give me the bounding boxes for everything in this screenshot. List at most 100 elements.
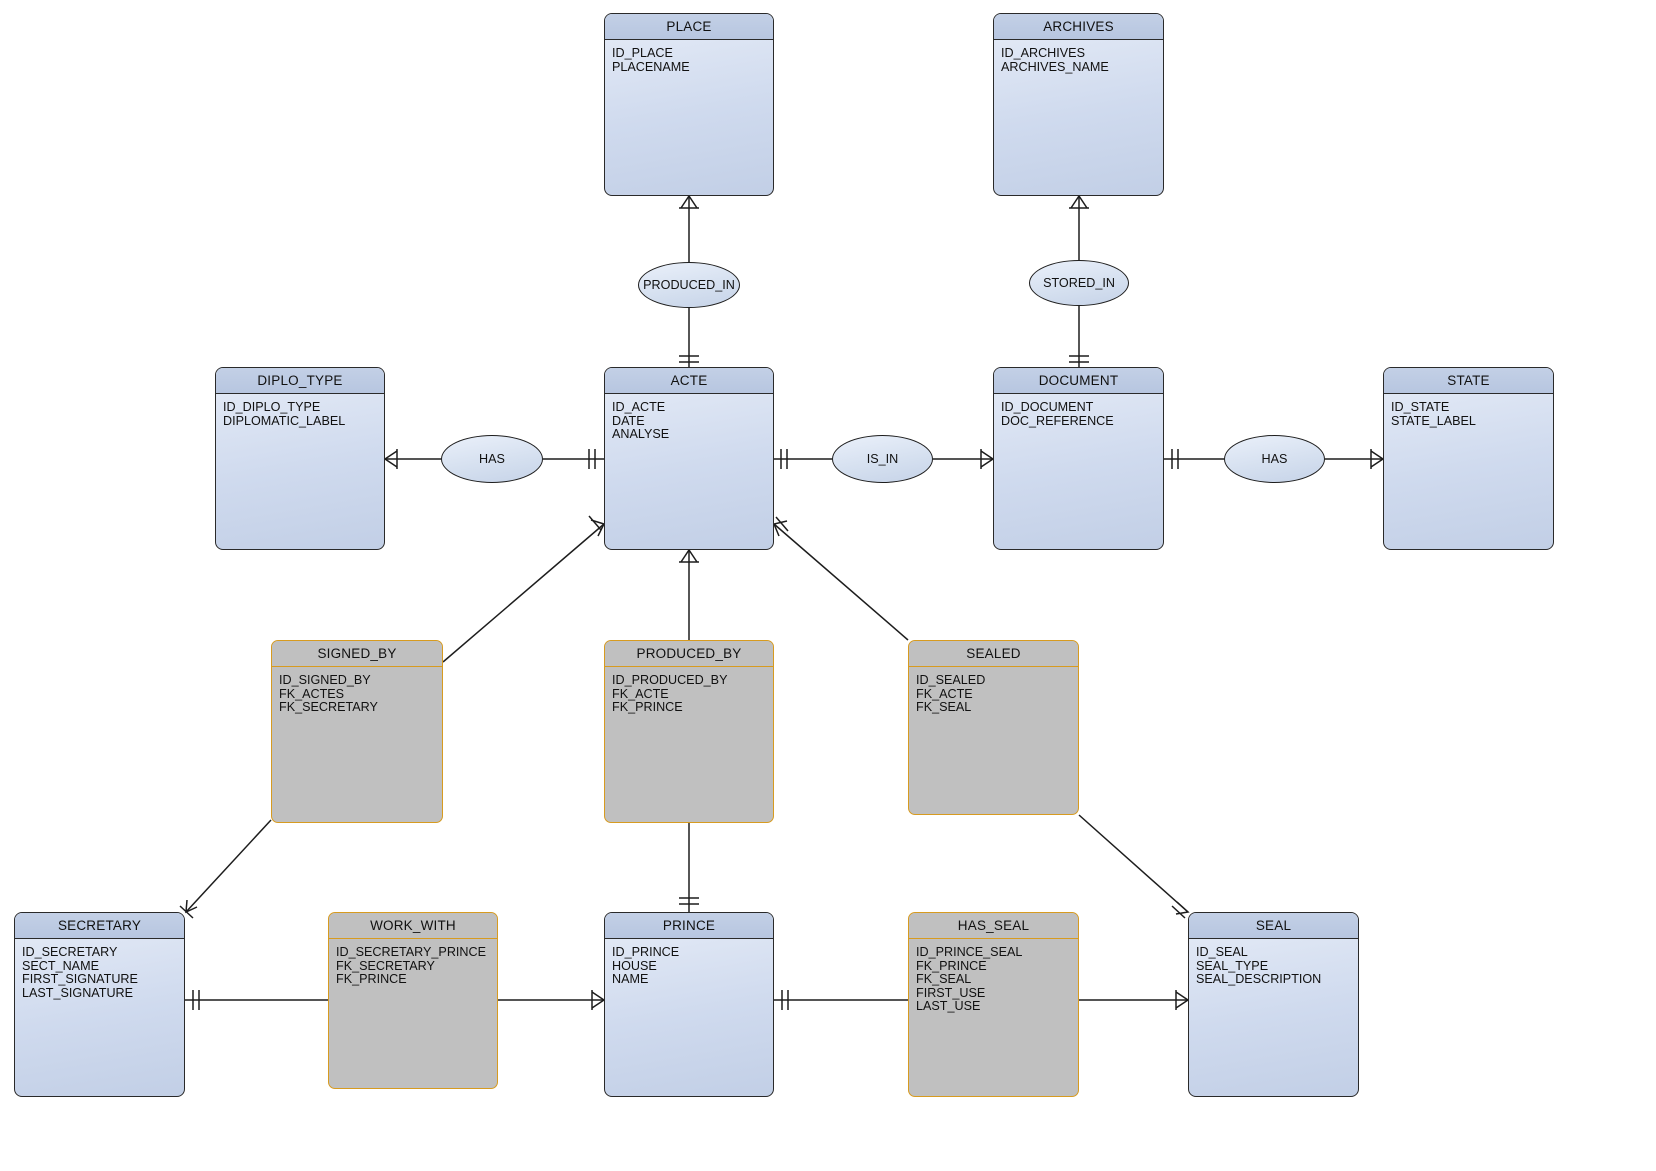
attribute: ID_SECRETARY_PRINCE — [336, 945, 486, 959]
entity-title: PRINCE — [605, 913, 773, 939]
entity-title: SEAL — [1189, 913, 1358, 939]
attribute: LAST_SIGNATURE — [22, 985, 134, 1000]
attribute: ID_DOCUMENT — [1001, 400, 1094, 414]
attribute: LAST_USE — [916, 999, 981, 1014]
attribute: ID_PRODUCED_BY — [612, 673, 728, 687]
attribute: FK_SEAL — [916, 972, 972, 987]
crowfoot-document-left — [980, 450, 995, 468]
entity-title: PRODUCED_BY — [605, 641, 773, 667]
entity-title: SIGNED_BY — [272, 641, 442, 667]
edge-signed_by-secretary — [185, 819, 272, 913]
crowfoot-state — [1370, 450, 1385, 468]
attribute: FIRST_SIGNATURE — [22, 972, 138, 987]
attribute: FK_SEAL — [916, 700, 972, 715]
crowfoot-diplo_type — [383, 450, 398, 468]
attribute: ID_SEALED — [916, 673, 986, 687]
attribute: ID_SIGNED_BY — [279, 673, 371, 687]
entity-attributes: ID_SECRETARY_PRINCE FK_SECRETARY FK_PRIN… — [329, 939, 497, 991]
entity-attributes: ID_SEALED FK_ACTE FK_SEAL — [909, 667, 1078, 719]
attribute: ID_ACTE — [612, 400, 666, 414]
attribute: ID_STATE — [1391, 400, 1450, 414]
attribute: ID_SECRETARY — [22, 945, 118, 959]
relationship-produced-in[interactable]: PRODUCED_IN — [638, 262, 740, 308]
edge-sealed-seal — [1078, 814, 1189, 913]
attribute: FIRST_USE — [916, 985, 986, 1000]
relationship-label: STORED_IN — [1043, 276, 1115, 290]
attribute: ID_DIPLO_TYPE — [223, 400, 321, 414]
entity-state[interactable]: STATE ID_STATE STATE_LABEL — [1383, 367, 1554, 550]
entity-attributes: ID_ACTE DATE ANALYSE — [605, 394, 773, 446]
attribute: HOUSE — [612, 958, 657, 973]
entity-title: DOCUMENT — [994, 368, 1163, 394]
entity-title: HAS_SEAL — [909, 913, 1078, 939]
entity-title: ACTE — [605, 368, 773, 394]
attribute: ANALYSE — [612, 427, 670, 442]
entity-diplo-type[interactable]: DIPLO_TYPE ID_DIPLO_TYPE DIPLOMATIC_LABE… — [215, 367, 385, 550]
entity-title: SEALED — [909, 641, 1078, 667]
relationship-label: PRODUCED_IN — [643, 278, 735, 292]
entity-secretary[interactable]: SECRETARY ID_SECRETARY SECT_NAME FIRST_S… — [14, 912, 185, 1097]
attribute: SEAL_DESCRIPTION — [1196, 972, 1322, 987]
relationship-has-state[interactable]: HAS — [1224, 435, 1325, 483]
attribute: FK_ACTE — [612, 686, 669, 701]
attribute: NAME — [612, 972, 649, 987]
attribute: FK_PRINCE — [916, 958, 987, 973]
entity-attributes: ID_DOCUMENT DOC_REFERENCE — [994, 394, 1163, 432]
entity-title: ARCHIVES — [994, 14, 1163, 40]
attribute: FK_ACTE — [916, 686, 973, 701]
entity-attributes: ID_SEAL SEAL_TYPE SEAL_DESCRIPTION — [1189, 939, 1358, 991]
entity-title: STATE — [1384, 368, 1553, 394]
entity-attributes: ID_PRODUCED_BY FK_ACTE FK_PRINCE — [605, 667, 773, 719]
attribute: PLACENAME — [612, 59, 690, 74]
attribute: DATE — [612, 413, 645, 428]
entity-sealed[interactable]: SEALED ID_SEALED FK_ACTE FK_SEAL — [908, 640, 1079, 815]
attribute: FK_ACTES — [279, 686, 345, 701]
entity-attributes: ID_STATE STATE_LABEL — [1384, 394, 1553, 432]
attribute: STATE_LABEL — [1391, 413, 1476, 428]
attribute: ARCHIVES_NAME — [1001, 59, 1109, 74]
entity-acte[interactable]: ACTE ID_ACTE DATE ANALYSE — [604, 367, 774, 550]
entity-prince[interactable]: PRINCE ID_PRINCE HOUSE NAME — [604, 912, 774, 1097]
relationship-label: HAS — [1261, 452, 1288, 466]
entity-seal[interactable]: SEAL ID_SEAL SEAL_TYPE SEAL_DESCRIPTION — [1188, 912, 1359, 1097]
entity-title: WORK_WITH — [329, 913, 497, 939]
entity-has-seal[interactable]: HAS_SEAL ID_PRINCE_SEAL FK_PRINCE FK_SEA… — [908, 912, 1079, 1097]
entity-attributes: ID_PLACE PLACENAME — [605, 40, 773, 78]
entity-signed-by[interactable]: SIGNED_BY ID_SIGNED_BY FK_ACTES FK_SECRE… — [271, 640, 443, 823]
entity-attributes: ID_PRINCE HOUSE NAME — [605, 939, 773, 991]
relationship-is-in[interactable]: IS_IN — [832, 435, 933, 483]
attribute: ID_PLACE — [612, 46, 673, 60]
entity-produced-by[interactable]: PRODUCED_BY ID_PRODUCED_BY FK_ACTE FK_PR… — [604, 640, 774, 823]
attribute: ID_SEAL — [1196, 945, 1248, 959]
attribute: SEAL_TYPE — [1196, 958, 1269, 973]
attribute: DOC_REFERENCE — [1001, 413, 1114, 428]
entity-attributes: ID_PRINCE_SEAL FK_PRINCE FK_SEAL FIRST_U… — [909, 939, 1078, 1018]
attribute: ID_ARCHIVES — [1001, 46, 1085, 60]
relationship-label: HAS — [479, 452, 505, 466]
entity-title: DIPLO_TYPE — [216, 368, 384, 394]
relationship-has-diplo-type[interactable]: HAS — [441, 435, 543, 483]
entity-archives[interactable]: ARCHIVES ID_ARCHIVES ARCHIVES_NAME — [993, 13, 1164, 196]
attribute: FK_PRINCE — [612, 700, 683, 715]
entity-title: PLACE — [605, 14, 773, 40]
edge-acte-sealed — [773, 523, 909, 641]
entity-attributes: ID_DIPLO_TYPE DIPLOMATIC_LABEL — [216, 394, 384, 432]
attribute: FK_SECRETARY — [279, 700, 378, 715]
entity-document[interactable]: DOCUMENT ID_DOCUMENT DOC_REFERENCE — [993, 367, 1164, 550]
crowfoot-place — [680, 194, 698, 209]
edge-acte-signed_by — [442, 523, 605, 663]
entity-work-with[interactable]: WORK_WITH ID_SECRETARY_PRINCE FK_SECRETA… — [328, 912, 498, 1089]
entity-place[interactable]: PLACE ID_PLACE PLACENAME — [604, 13, 774, 196]
attribute: SECT_NAME — [22, 958, 99, 973]
relationship-stored-in[interactable]: STORED_IN — [1029, 260, 1129, 306]
attribute: DIPLOMATIC_LABEL — [223, 413, 346, 428]
attribute: ID_PRINCE — [612, 945, 680, 959]
attribute: FK_SECRETARY — [336, 958, 435, 973]
entity-attributes: ID_ARCHIVES ARCHIVES_NAME — [994, 40, 1163, 78]
attribute: FK_PRINCE — [336, 972, 407, 987]
entity-attributes: ID_SIGNED_BY FK_ACTES FK_SECRETARY — [272, 667, 442, 719]
crowfoot-archives — [1070, 194, 1088, 209]
attribute: ID_PRINCE_SEAL — [916, 945, 1023, 959]
